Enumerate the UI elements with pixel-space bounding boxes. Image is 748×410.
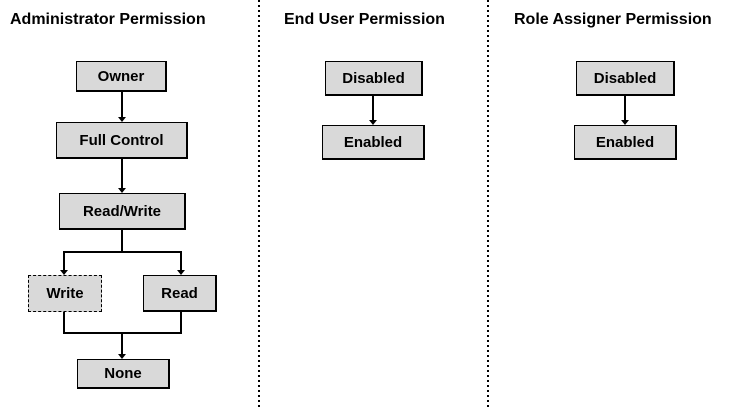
connector-disabled-to-enabled [372, 96, 374, 120]
connector-owner-to-full-control [121, 92, 123, 117]
node-owner: Owner [76, 61, 167, 92]
connector-branch-bar [63, 251, 182, 253]
arrowhead-down-icon [369, 120, 377, 125]
arrowhead-down-icon [118, 188, 126, 193]
arrowhead-down-icon [60, 270, 68, 275]
column-title-role-assigner-permission: Role Assigner Permission [514, 11, 712, 28]
node-read: Read [143, 275, 217, 312]
node-none: None [77, 359, 170, 389]
column-title-end-user-permission: End User Permission [284, 11, 445, 28]
connector-branch-to-read [180, 251, 182, 270]
connector-join-to-none [121, 332, 123, 354]
connector-write-to-join [63, 312, 65, 334]
column-separator-1 [258, 0, 260, 410]
arrowhead-down-icon [177, 270, 185, 275]
connector-full-control-to-read-write [121, 159, 123, 188]
node-full-control: Full Control [56, 122, 188, 159]
connector-branch-to-write [63, 251, 65, 270]
column-separator-2 [487, 0, 489, 410]
connector-read-to-join [180, 312, 182, 334]
column-title-administrator-permission: Administrator Permission [10, 11, 206, 28]
arrowhead-down-icon [118, 354, 126, 359]
node-end-user-enabled: Enabled [322, 125, 425, 160]
connector-read-write-branch-stem [121, 230, 123, 253]
node-role-assigner-enabled: Enabled [574, 125, 677, 160]
node-role-assigner-disabled: Disabled [576, 61, 675, 96]
node-write: Write [28, 275, 102, 312]
node-end-user-disabled: Disabled [325, 61, 423, 96]
connector-disabled-to-enabled [624, 96, 626, 120]
arrowhead-down-icon [621, 120, 629, 125]
arrowhead-down-icon [118, 117, 126, 122]
node-read-write: Read/Write [59, 193, 186, 230]
